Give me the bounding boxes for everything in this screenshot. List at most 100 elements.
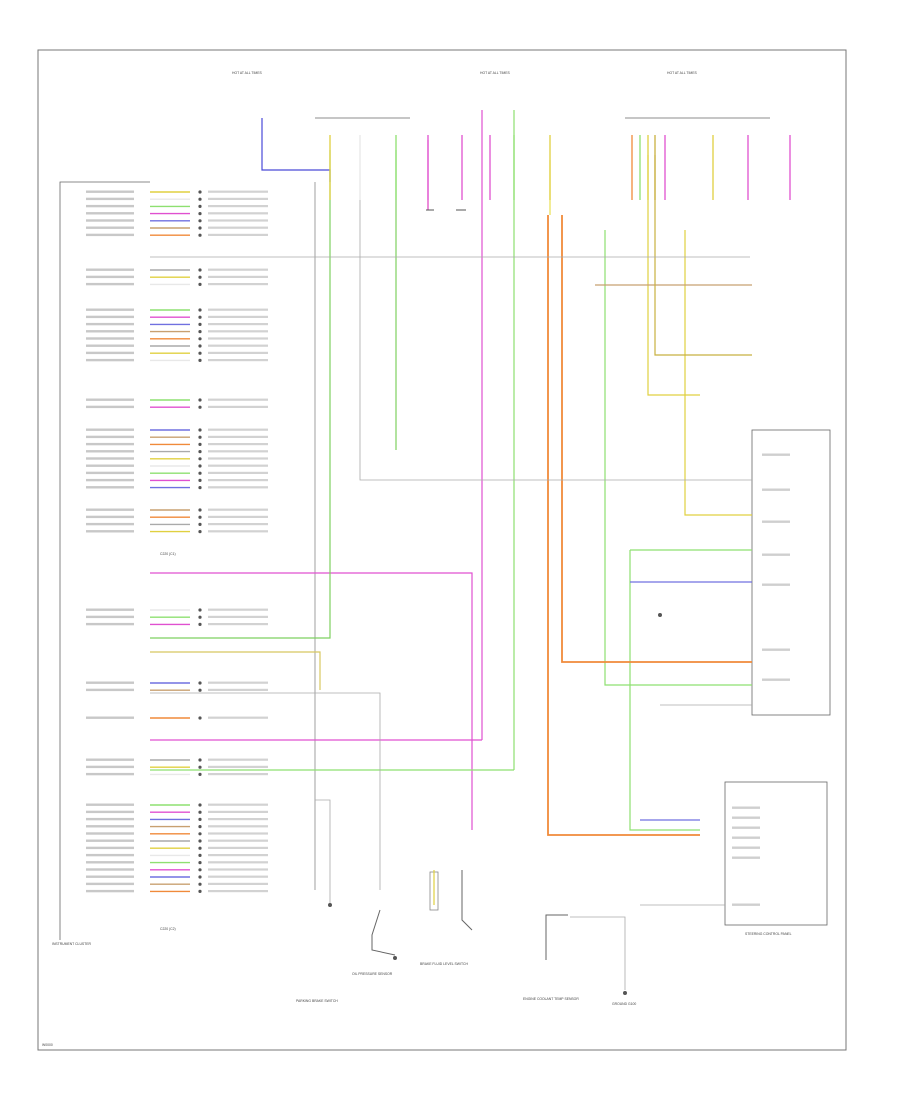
pin-destination-line [208, 351, 268, 354]
pin-connector-icon [198, 846, 202, 850]
pin-connector-icon [198, 530, 202, 534]
pin-connector-icon [198, 803, 202, 807]
pin-label-line [86, 861, 134, 864]
wire-green-5 [604, 230, 752, 686]
pin-destination-line [208, 268, 268, 271]
pin-destination-line [208, 226, 268, 229]
pin-label-line [86, 358, 134, 362]
wires [150, 110, 752, 990]
pin-connector-icon [198, 889, 202, 894]
wire-tan-2 [654, 155, 752, 356]
pin-label-line [86, 486, 134, 489]
wire-grey-3 [150, 692, 381, 890]
oil-pressure-switch-icon [371, 909, 396, 956]
pin-destination-line [208, 283, 268, 286]
pin-connector-icon [198, 337, 202, 341]
pin-connector-icon [198, 622, 202, 627]
pin-label-line [86, 810, 134, 814]
pin-destination-line [208, 716, 268, 719]
pin-label-line [86, 758, 134, 761]
pin-label-line [86, 608, 134, 611]
pin-destination-line [208, 681, 268, 684]
pin-label-line [86, 839, 134, 842]
pin-label-line [86, 219, 134, 222]
pin-connector-icon [198, 486, 202, 490]
pin-label-line [86, 233, 134, 237]
pin-label-line [86, 442, 134, 446]
pin-destination-line [208, 359, 268, 362]
pin-connector-icon [198, 450, 202, 454]
pin-destination-line [208, 530, 268, 533]
pin-destination-line [208, 457, 268, 460]
module-pin-line [762, 553, 790, 556]
pin-destination-line [208, 765, 268, 768]
pin-destination-line [208, 608, 268, 611]
pin-label-line [86, 212, 134, 215]
ground-point-icon [328, 903, 332, 907]
pin-destination-line [208, 875, 268, 878]
pin-label-line [86, 435, 134, 439]
pin-label-line [86, 398, 134, 401]
pin-connector-icon [198, 825, 202, 829]
pin-connector-icon [198, 212, 202, 216]
pin-label-line [86, 315, 134, 319]
pin-connector-icon [198, 358, 202, 362]
pin-connector-icon [198, 515, 202, 519]
pin-destination-line [208, 861, 268, 864]
pin-destination-line [208, 890, 268, 893]
pin-label-line [86, 405, 134, 409]
pin-label-line [86, 330, 134, 333]
pin-destination-line [208, 428, 268, 431]
pin-connector-icon [198, 464, 202, 468]
pin-destination-line [208, 330, 268, 333]
pin-destination-line [208, 405, 268, 408]
pin-connector-icon [198, 688, 202, 692]
pin-connector-icon [198, 522, 202, 527]
pin-connector-icon [198, 442, 202, 446]
pin-destination-line [208, 810, 268, 813]
pin-destination-line [208, 344, 268, 347]
pin-label-line [86, 889, 134, 893]
pin-label-line [86, 351, 134, 355]
pin-connector-icon [198, 832, 202, 836]
pin-destination-line [208, 486, 268, 489]
pin-label-line [86, 457, 134, 460]
pin-label-line [86, 825, 134, 828]
pin-label-line [86, 853, 134, 857]
pin-connector-icon [198, 817, 202, 822]
pin-connector-icon [198, 233, 202, 237]
top-label-3: HOT AT ALL TIMES [667, 71, 698, 75]
wire-grey-4 [315, 799, 331, 905]
pin-destination-line [208, 803, 268, 806]
ground-point-icon [393, 956, 397, 960]
pin-destination-line [208, 205, 268, 208]
pin-connector-icon [198, 716, 202, 720]
pin-label-line [86, 622, 134, 626]
pin-label-line [86, 688, 134, 692]
pin-connector-icon [198, 615, 202, 619]
steering-control-panel-label: STEERING CONTROL PANEL [745, 932, 792, 936]
pin-connector-icon [198, 282, 202, 286]
pin-label-line [86, 875, 134, 878]
pin-connector-icon [198, 344, 202, 348]
pin-destination-line [208, 615, 268, 618]
connector-c2-label: C220 (C2) [160, 927, 176, 931]
pin-connector-icon [198, 315, 202, 319]
connector-c1-label: C220 (C1) [160, 552, 176, 556]
pin-destination-line [208, 275, 268, 278]
pin-label-line [86, 615, 134, 619]
module-pin-line [732, 806, 760, 809]
wire-green-4 [150, 150, 331, 639]
pin-connector-icon [198, 204, 202, 208]
steering-control-panel-box [724, 781, 828, 926]
pin-label-line [86, 522, 134, 526]
pin-connector-icon [198, 398, 202, 402]
bottom-component-label: GROUND G100 [612, 1002, 636, 1006]
diagram-frame [37, 49, 847, 1051]
module-pin-line [732, 856, 760, 859]
pin-connector-icon [198, 868, 202, 872]
pin-destination-line [208, 508, 268, 511]
pin-connector-icon [198, 308, 202, 312]
module-pin-line [732, 826, 760, 829]
pin-destination-line [208, 337, 268, 340]
